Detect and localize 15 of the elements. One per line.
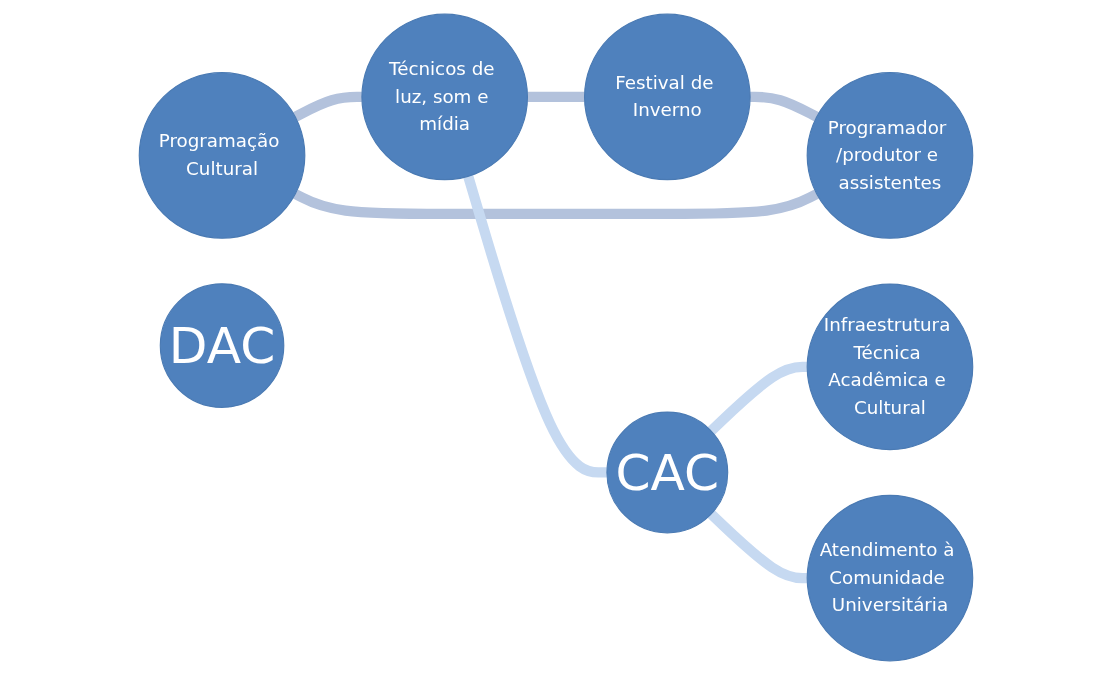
connector (707, 510, 808, 584)
connector (292, 91, 362, 122)
node-circle: DAC (159, 283, 284, 408)
node-circle: Festival de Inverno (583, 13, 751, 181)
node-circle: Programação Cultural (138, 72, 305, 239)
node-circle: CAC (605, 411, 728, 534)
connector (526, 91, 585, 103)
connector (292, 189, 819, 220)
node-circle: Programador /produtor e assistentes (806, 72, 973, 239)
connector (707, 361, 808, 435)
node-circle: Infraestrutura Técnica Acadêmica e Cultural (806, 283, 973, 451)
node-circle: Atendimento à Comunidade Universitária (806, 494, 973, 662)
connector (749, 91, 819, 122)
connector (462, 174, 607, 478)
node-circle: Técnicos de luz, som e mídia (360, 13, 528, 181)
